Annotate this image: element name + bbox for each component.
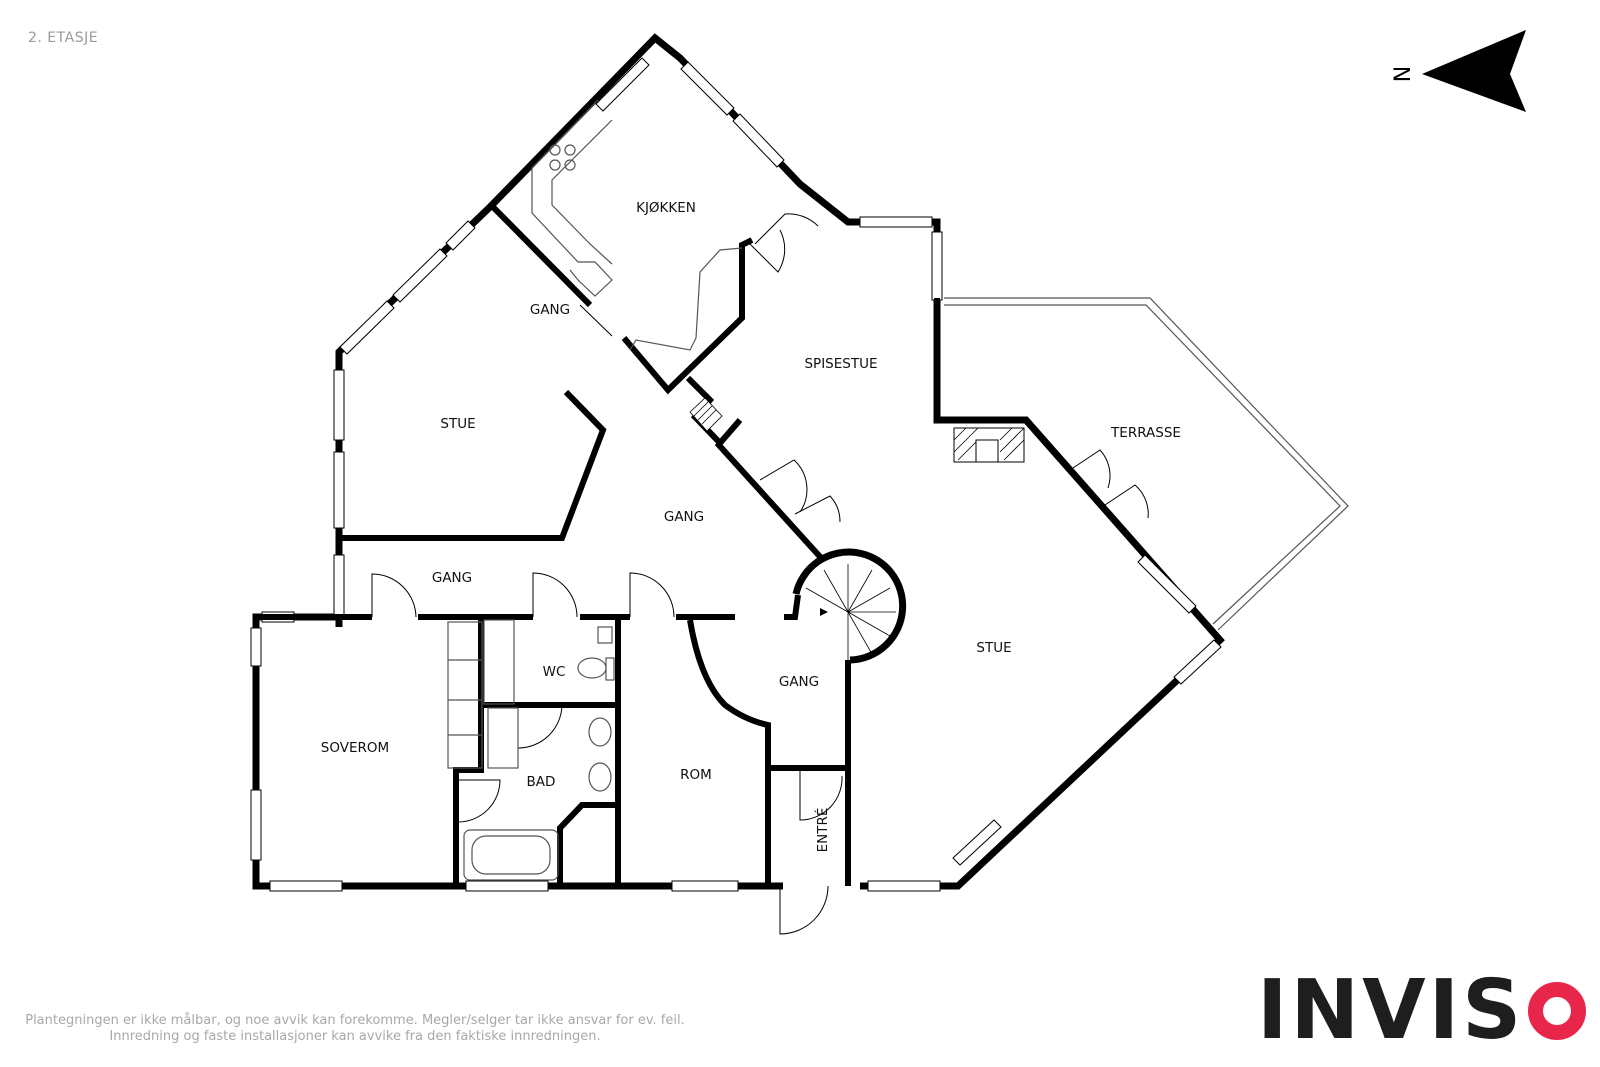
room-label-hall-middle: GANG	[664, 509, 704, 525]
room-label-hall-right: GANG	[779, 674, 819, 690]
room-label-entrance: ENTRÉ	[814, 808, 831, 853]
logo-text: INVIS	[1257, 963, 1525, 1058]
inviso-logo: INVIS	[1257, 970, 1587, 1052]
room-label-bathroom: BAD	[527, 774, 556, 790]
interior-walls	[256, 204, 940, 886]
room-label-living-left: STUE	[440, 416, 475, 432]
disclaimer: Plantegningen er ikke målbar, og noe avv…	[0, 1013, 710, 1045]
room-label-dining: SPISESTUE	[804, 356, 877, 372]
room-label-bedroom: SOVEROM	[321, 740, 389, 756]
room-label-room: ROM	[680, 767, 712, 783]
kitchen-counter	[531, 99, 743, 351]
bathroom-fixtures	[447, 619, 615, 881]
terrace-outline	[944, 297, 1349, 631]
disclaimer-line-1: Plantegningen er ikke målbar, og noe avv…	[25, 1013, 685, 1028]
room-label-hall-lower: GANG	[432, 570, 472, 586]
room-label-terrace: TERRASSE	[1110, 425, 1181, 441]
room-label-hall-top: GANG	[530, 302, 570, 318]
chimney-icon	[689, 397, 723, 432]
fireplace-icon	[953, 427, 1025, 463]
spiral-staircase	[792, 548, 907, 664]
room-label-living-right: STUE	[976, 640, 1011, 656]
compass-letter: N	[1391, 66, 1416, 82]
north-arrow-icon: N	[1391, 30, 1526, 112]
doors	[371, 213, 1149, 935]
floor-label: 2. ETASJE	[28, 30, 99, 46]
room-label-kitchen: KJØKKEN	[636, 200, 696, 216]
room-label-wc: WC	[543, 664, 566, 680]
logo-o-icon	[1528, 982, 1587, 1040]
disclaimer-line-2: Innredning og faste installasjoner kan a…	[109, 1029, 601, 1044]
